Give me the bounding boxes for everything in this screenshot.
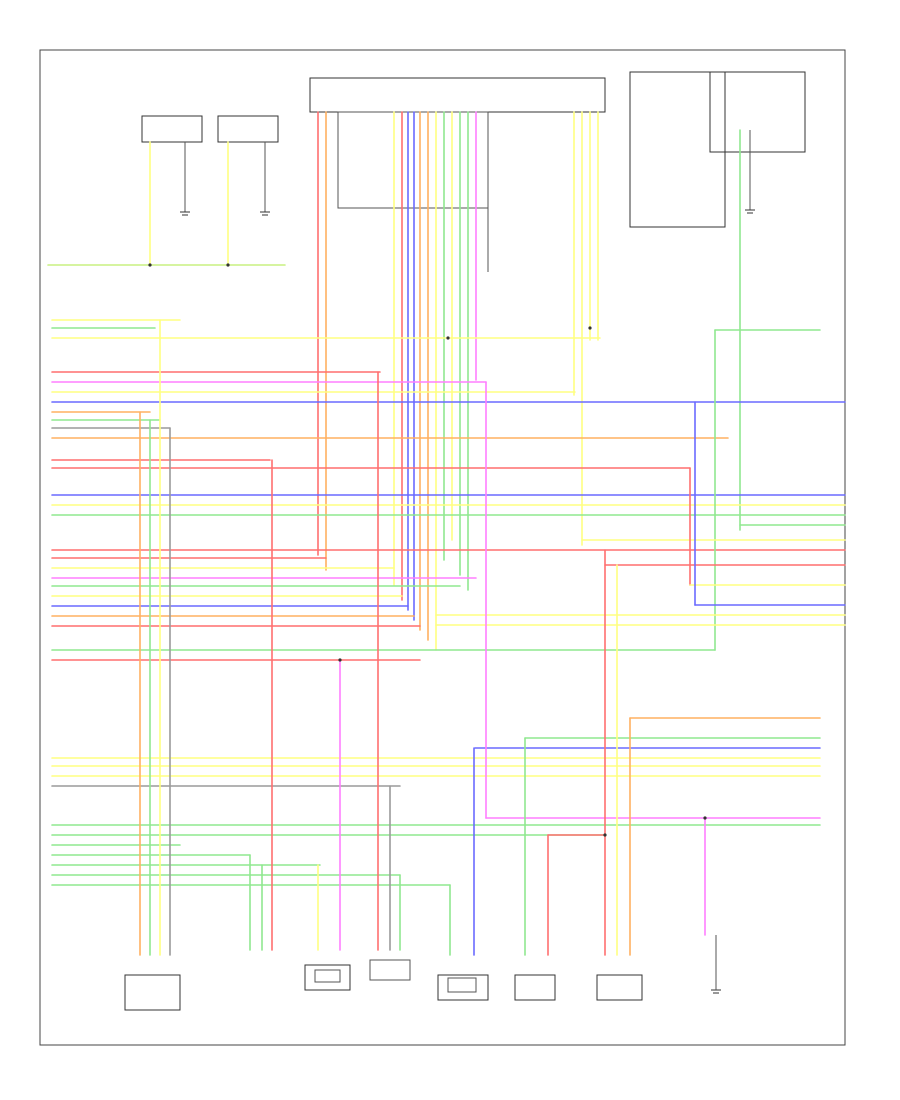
component-box (240, 955, 280, 969)
component-box (514, 974, 556, 1001)
engine-control-module (309, 77, 606, 113)
component-box (437, 974, 489, 1001)
splice-dot (148, 263, 707, 837)
ground-symbol (180, 211, 270, 216)
component-box (304, 964, 351, 991)
component-box (596, 974, 643, 1001)
ground-symbol (711, 935, 721, 994)
fuel-pump-relay (629, 71, 726, 228)
top-left-sensor (141, 115, 203, 143)
top-right-sensor (709, 71, 806, 153)
component-box (124, 974, 181, 1011)
top-left-sensor-2 (217, 115, 279, 143)
diagram-frame (39, 49, 846, 1046)
component-box (369, 959, 411, 981)
